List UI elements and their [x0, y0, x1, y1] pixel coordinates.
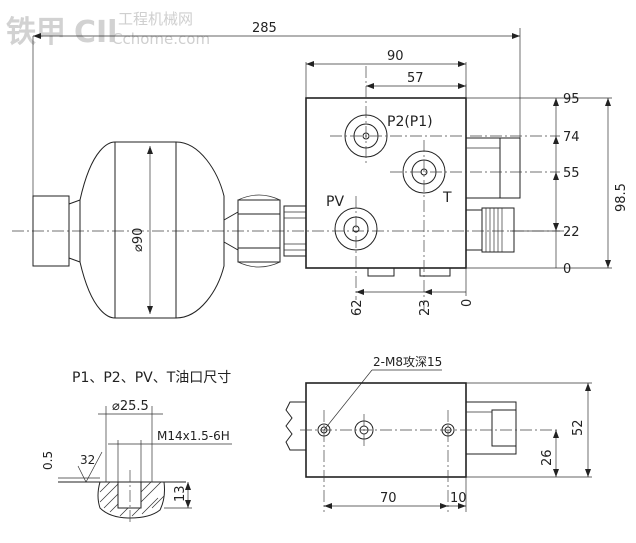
- hatch-10: [151, 495, 165, 509]
- arrow-52-top: [585, 383, 591, 391]
- block-foot-right: [419, 267, 451, 277]
- arrow-52-bottom: [585, 469, 591, 477]
- arrow-285-right: [512, 33, 520, 39]
- dim-surface: 32: [80, 453, 95, 467]
- dim-10: 10: [450, 491, 467, 506]
- arrow-57-right: [458, 83, 466, 89]
- arrow-26-bottom: [553, 469, 559, 477]
- accumulator-cap: [32, 195, 70, 267]
- hex-nut: [237, 199, 281, 263]
- cap-neck-bottom: [68, 257, 81, 263]
- hatch-6: [131, 507, 141, 517]
- arrow-scale-55: [553, 172, 559, 180]
- side-view: 2-M8攻深15 70 10: [285, 355, 592, 512]
- label-p2: P2(P1): [387, 114, 433, 130]
- label-pv: PV: [326, 194, 344, 210]
- hatch-5: [119, 507, 129, 517]
- arrow-scale-95: [553, 98, 559, 106]
- leader-line: [323, 369, 373, 431]
- scale-62: 62: [350, 299, 365, 316]
- dim-thread: M14x1.5-6H: [157, 429, 230, 443]
- dim-57: 57: [407, 71, 424, 86]
- arrow-10-right: [458, 503, 466, 509]
- port-section-body: [97, 481, 165, 519]
- arrow-70-right: [440, 503, 448, 509]
- hatch-2: [99, 483, 119, 503]
- arrow-scale-74: [553, 136, 559, 144]
- holes-note: 2-M8攻深15: [373, 355, 442, 369]
- side-right-cap: [491, 409, 517, 447]
- watermark-brand: 铁甲: [6, 15, 66, 50]
- port-detail: P1、P2、PV、T油口尺寸 ⌀25.5 M14x1.5-6H 0.5 32: [41, 370, 232, 524]
- accumulator-sphere: [79, 141, 225, 319]
- arrow-13-top: [185, 482, 191, 490]
- roughness-symbol: [77, 451, 103, 483]
- scale-22: 22: [563, 225, 580, 240]
- arrow-70-left: [324, 503, 332, 509]
- hex-arc-top: [237, 194, 281, 201]
- arrow-bottom-62: [356, 289, 364, 295]
- side-plug-hex: [465, 209, 483, 251]
- arrow-98-bottom: [605, 260, 611, 268]
- scale-0: 0: [563, 262, 571, 277]
- dim-counterbore: ⌀25.5: [112, 399, 149, 414]
- arrow-bottom-23: [424, 289, 432, 295]
- hatch-3: [103, 493, 119, 509]
- arrow-13-bottom: [185, 500, 191, 508]
- dim-98-5: 98.5: [614, 183, 629, 212]
- scale-23: 23: [418, 299, 433, 316]
- dim-90: 90: [387, 49, 404, 64]
- dim-step: 0.5: [41, 451, 55, 470]
- watermark-logo-letters: CIl: [74, 15, 117, 50]
- side-cartridge: [465, 137, 521, 199]
- dim-26: 26: [540, 449, 555, 466]
- side-left-fitting: [285, 401, 306, 451]
- dim-depth: 13: [173, 485, 188, 502]
- scale-bottom-0: 0: [460, 299, 475, 307]
- cap-neck-top: [68, 199, 81, 205]
- scale-74: 74: [563, 130, 580, 145]
- dim-70: 70: [380, 491, 397, 506]
- watermark-site-name: 工程机械网: [118, 10, 193, 28]
- label-t: T: [442, 190, 452, 206]
- arrow-26-top: [553, 430, 559, 438]
- hex-arc-bottom: [237, 261, 281, 268]
- scale-95: 95: [563, 92, 580, 107]
- arrow-98-top: [605, 98, 611, 106]
- arrow-scale-22: [553, 223, 559, 231]
- hatch-8: [140, 481, 162, 503]
- port-detail-title: P1、P2、PV、T油口尺寸: [72, 370, 231, 386]
- arrow-90-left: [306, 61, 314, 67]
- neck-top: [223, 211, 239, 221]
- top-view: 285 ⌀90: [12, 21, 629, 319]
- arrow-57-left: [366, 83, 374, 89]
- hatch-1: [99, 481, 111, 493]
- arrow-90-right: [458, 61, 466, 67]
- watermark-logo: 铁甲 CIl 工程机械网 Cchome.com: [6, 10, 210, 50]
- watermark-domain: Cchome.com: [112, 30, 210, 48]
- arrow-dia-bottom: [147, 306, 153, 314]
- hatch-4: [109, 503, 119, 513]
- dim-52: 52: [571, 419, 586, 436]
- dim-285: 285: [252, 21, 277, 36]
- scale-55: 55: [563, 166, 580, 181]
- dim-sphere-diameter: ⌀90: [131, 228, 146, 252]
- hatch-9: [140, 481, 152, 493]
- hatch-7: [141, 497, 159, 515]
- neck-bottom: [223, 241, 239, 251]
- arrow-285-left: [33, 33, 41, 39]
- arrow-dia-top: [147, 146, 153, 154]
- block-foot-left: [367, 267, 395, 277]
